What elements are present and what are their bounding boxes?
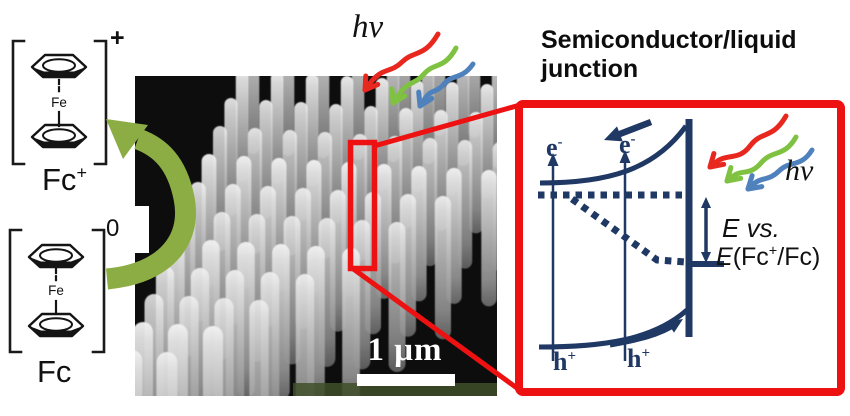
junction-title-line2: junction	[541, 55, 639, 83]
bracket-right	[93, 39, 108, 166]
hole-label-sup: +	[641, 345, 651, 362]
conduction-band	[539, 124, 689, 186]
fc-label: Fc	[37, 354, 71, 390]
photon-arrow-blue	[416, 61, 476, 109]
charge-label-zero: 0	[106, 215, 120, 242]
arrowheads	[547, 126, 711, 333]
photon-arrows	[362, 31, 815, 192]
electron-label-sup: -	[557, 134, 563, 151]
hole-label-base: h	[553, 347, 568, 376]
ferrocenium-structure	[11, 39, 108, 166]
hole-label: h+	[553, 347, 576, 377]
cyclopentadienyl-ring	[27, 312, 85, 338]
callout-line-top	[373, 102, 521, 149]
redox-sup: +	[768, 243, 778, 260]
photon-label-top: hv	[352, 9, 384, 45]
hole-label: h+	[627, 344, 650, 374]
electron-label-base: e	[546, 133, 558, 162]
scale-bar-label: 1 μm	[367, 332, 443, 368]
fc-plus-label-base: Fc	[42, 162, 77, 197]
electron-label: e-	[619, 130, 636, 160]
photon-arrow-red	[707, 113, 789, 170]
iron-label: Fe	[51, 95, 67, 110]
charge-label-plus: +	[110, 24, 125, 52]
bracket-left	[8, 228, 23, 354]
hole-label-sup: +	[567, 348, 577, 365]
cyclopentadienyl-ring	[30, 123, 88, 149]
electron-label-base: e	[619, 130, 631, 159]
photon-arrow-green	[389, 45, 459, 106]
photon-arrow-red	[362, 31, 441, 93]
cyclopentadienyl-ring	[30, 53, 88, 79]
redox-couple-label: E(Fc+/Fc)	[716, 243, 820, 272]
redox-cycle-arrow	[105, 119, 196, 290]
nanowire-pillars	[135, 76, 497, 396]
photon-arrow-green	[724, 134, 799, 184]
quasi-fermi-dotted	[569, 196, 687, 266]
fc-plus-label: Fc+	[42, 162, 87, 198]
redox-post: /Fc)	[777, 243, 821, 271]
photon-label-box: hv	[785, 154, 814, 187]
redox-pre: (Fc	[732, 243, 769, 271]
fc-label-base: Fc	[37, 354, 72, 389]
bracket-left	[11, 39, 26, 166]
junction-box	[515, 100, 845, 396]
electron-label-sup: -	[630, 131, 636, 148]
e-vs-label: E vs.	[722, 213, 780, 243]
zoom-highlight-rect	[347, 139, 378, 272]
sem-bottom-strip	[293, 383, 497, 396]
cyclopentadienyl-ring	[27, 243, 85, 269]
callout-line-bottom	[350, 265, 523, 394]
junction-title-line1: Semiconductor/liquid	[541, 26, 797, 54]
iron-label: Fe	[48, 283, 64, 298]
ferrocene-structure	[8, 228, 106, 354]
fc-plus-label-sup: +	[76, 162, 87, 183]
band-diagram	[538, 118, 724, 361]
electron-label: e-	[546, 133, 563, 163]
valence-band	[538, 308, 689, 350]
hole-label-base: h	[627, 344, 642, 373]
scale-bar	[357, 374, 455, 386]
redox-E: E	[716, 243, 733, 271]
background-notch	[133, 206, 149, 253]
junction-title: Semiconductor/liquid junction	[541, 26, 797, 84]
photon-arrow-blue	[745, 147, 815, 192]
bracket-right	[91, 228, 106, 354]
